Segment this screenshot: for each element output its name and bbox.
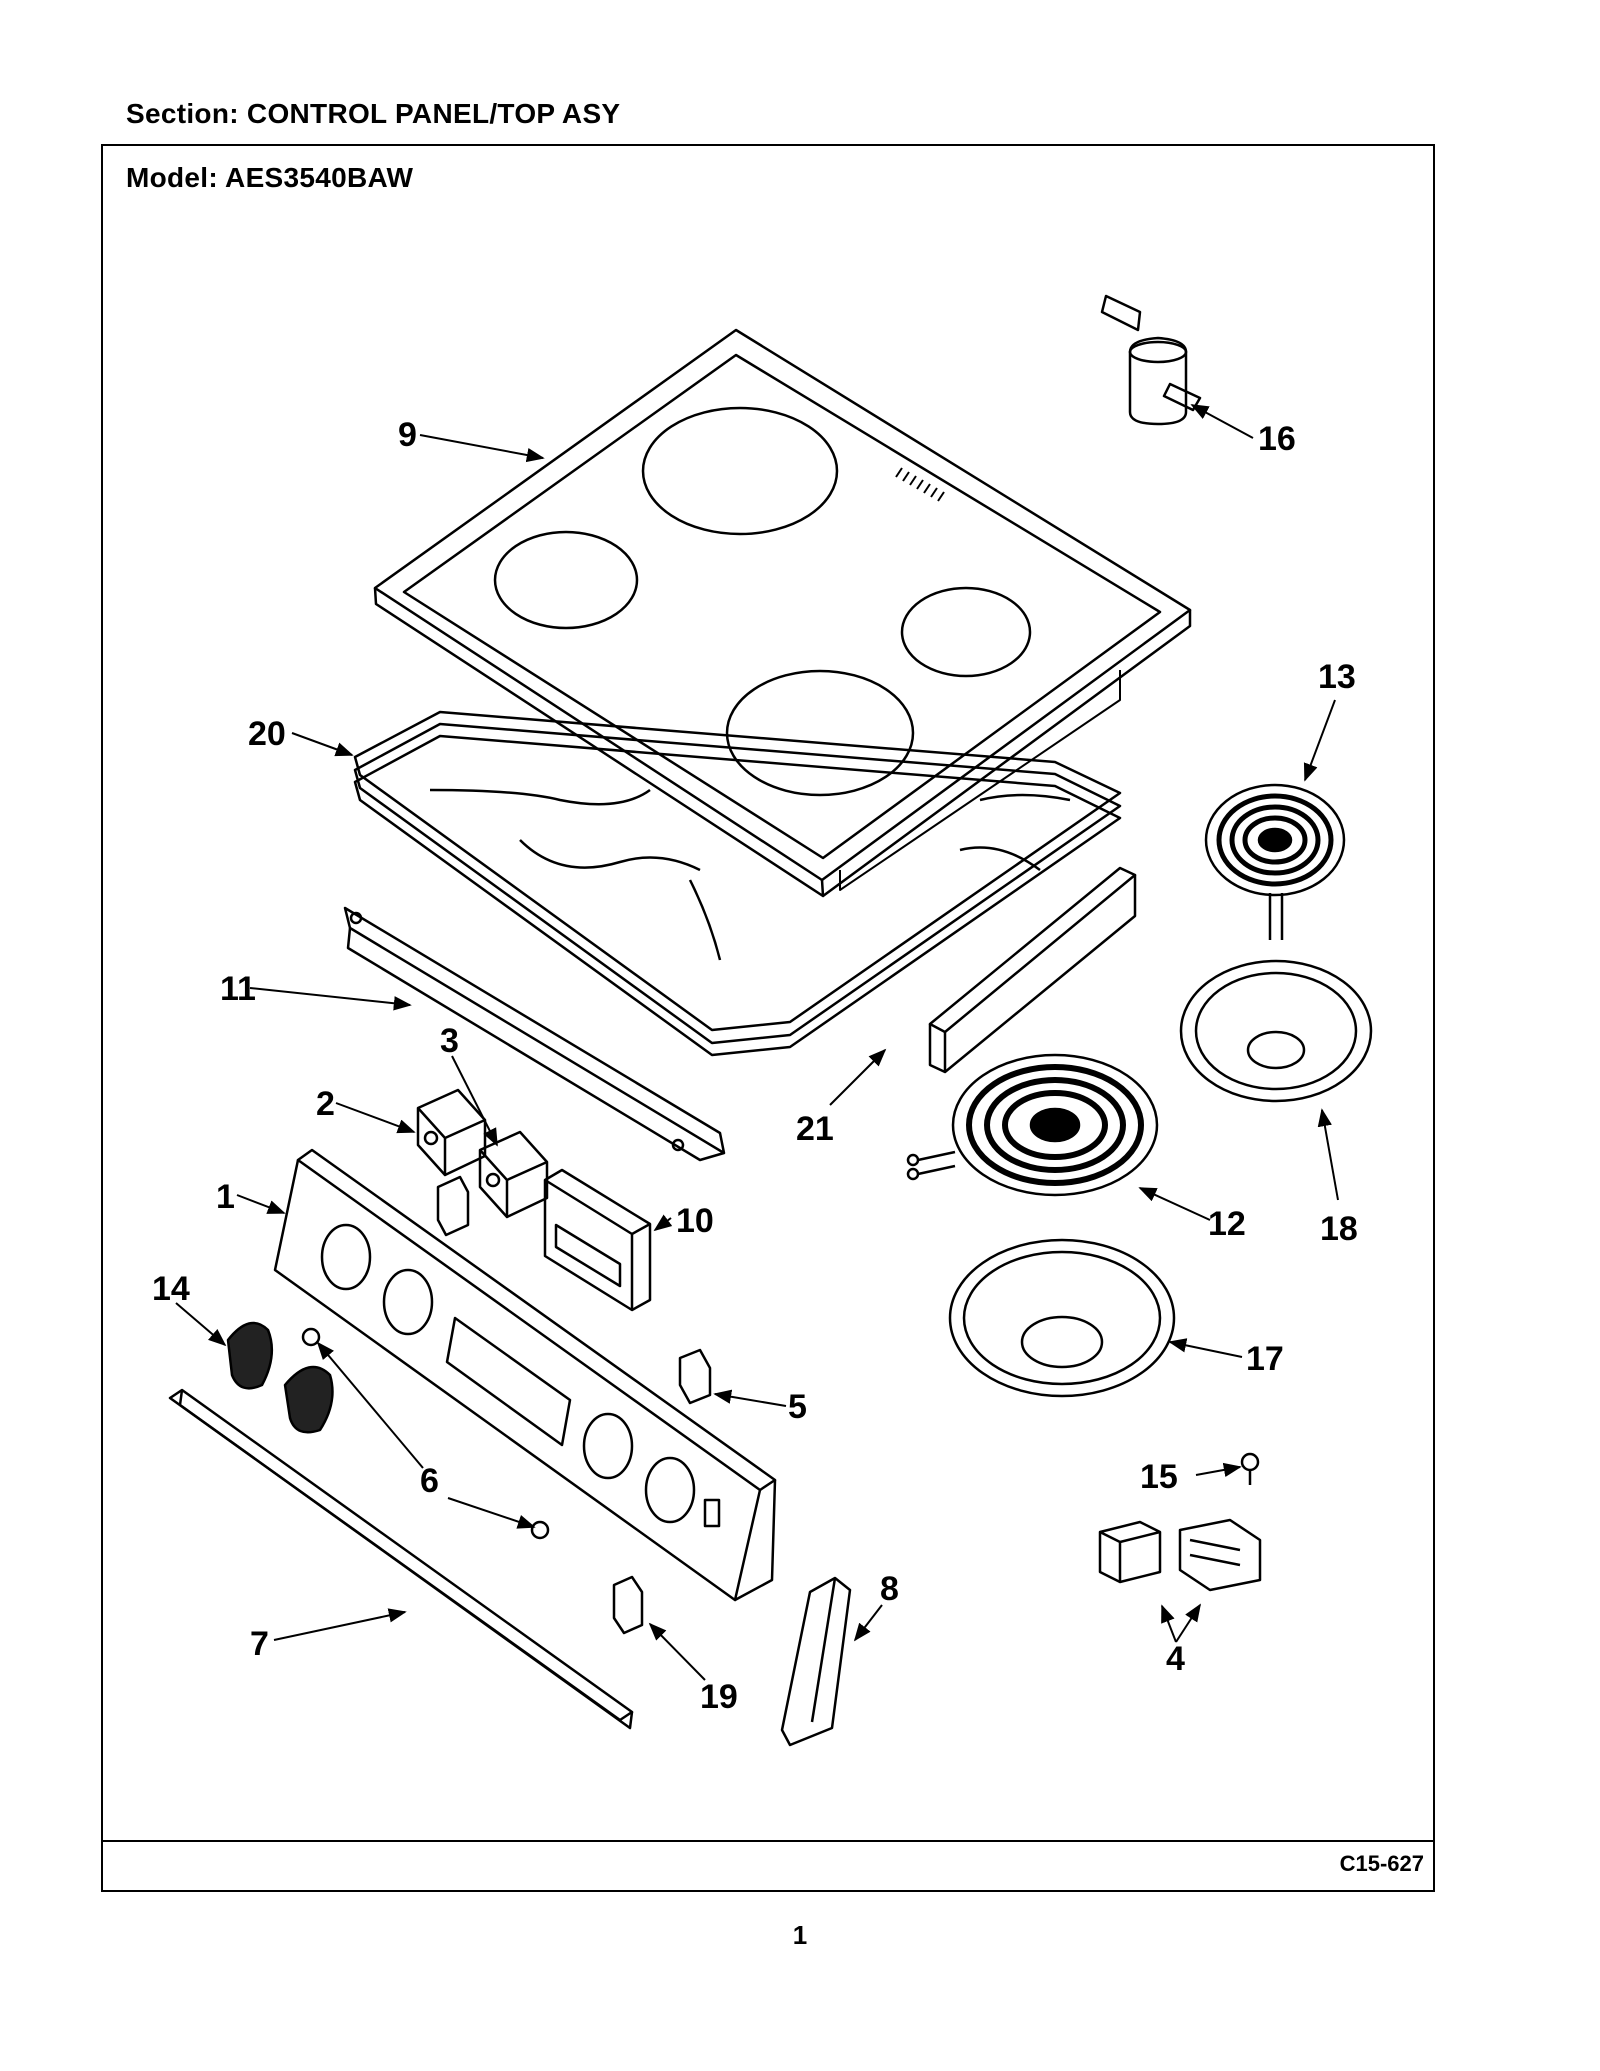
callout-6: 6 [420,1462,439,1500]
part-20-frame-tray [353,710,1122,1057]
model-title: Model: AES3540BAW [126,162,414,193]
callout-9: 9 [398,416,417,454]
part-5-switch-small [436,1175,470,1237]
callout-17: 17 [1246,1340,1284,1378]
callout-20: 20 [248,715,286,753]
callout-15: 15 [1140,1458,1178,1496]
callout-5: 5 [788,1388,807,1426]
diagram-frame [101,144,1435,1892]
section-title: Section: CONTROL PANEL/TOP ASY [126,98,621,129]
callout-14: 14 [152,1270,190,1308]
part-6-knob-insert [301,1327,550,1540]
part-3-infinite-switch [478,1130,549,1219]
callout-4: 4 [1166,1640,1185,1678]
part-4-terminal-blocks [1098,1518,1262,1592]
callout-8: 8 [880,1570,899,1608]
callout-21: 21 [796,1110,834,1148]
footer-divider [101,1840,1435,1842]
callout-16: 16 [1258,420,1296,458]
part-9-cooktop [373,328,1192,898]
callout-12: 12 [1208,1205,1246,1243]
callout-2: 2 [316,1085,335,1123]
part-15-screw [1240,1452,1260,1485]
part-8-end-cap [780,1576,852,1747]
callout-10: 10 [676,1202,714,1240]
page-number: 1 [792,1920,808,1950]
callout-7: 7 [250,1625,269,1663]
part-7-lower-trim [168,1388,634,1730]
callout-3: 3 [440,1022,459,1060]
part-19-rocker-switch [612,1575,644,1635]
callout-19: 19 [700,1678,738,1716]
callout-11: 11 [220,970,256,1008]
callout-18: 18 [1320,1210,1358,1248]
part-10-clock-timer [543,1168,652,1312]
part-16-terminal-block [1100,294,1202,426]
callout-1: 1 [216,1178,235,1216]
part-17-drip-bowl-large [948,1238,1176,1398]
part-12-surface-element-large [906,1053,1159,1197]
callout-13: 13 [1318,658,1356,696]
part-14-knobs [226,1321,334,1434]
part-5-rocker-switch [678,1348,712,1405]
part-18-drip-bowl-small [1179,959,1373,1103]
part-11-rear-bracket [343,906,726,1162]
diagram-code: C15-627 [1339,1851,1424,1876]
part-13-surface-element-small [1204,783,1346,940]
part-1-control-panel [273,1148,777,1602]
part-21-side-bracket [928,866,1137,1074]
